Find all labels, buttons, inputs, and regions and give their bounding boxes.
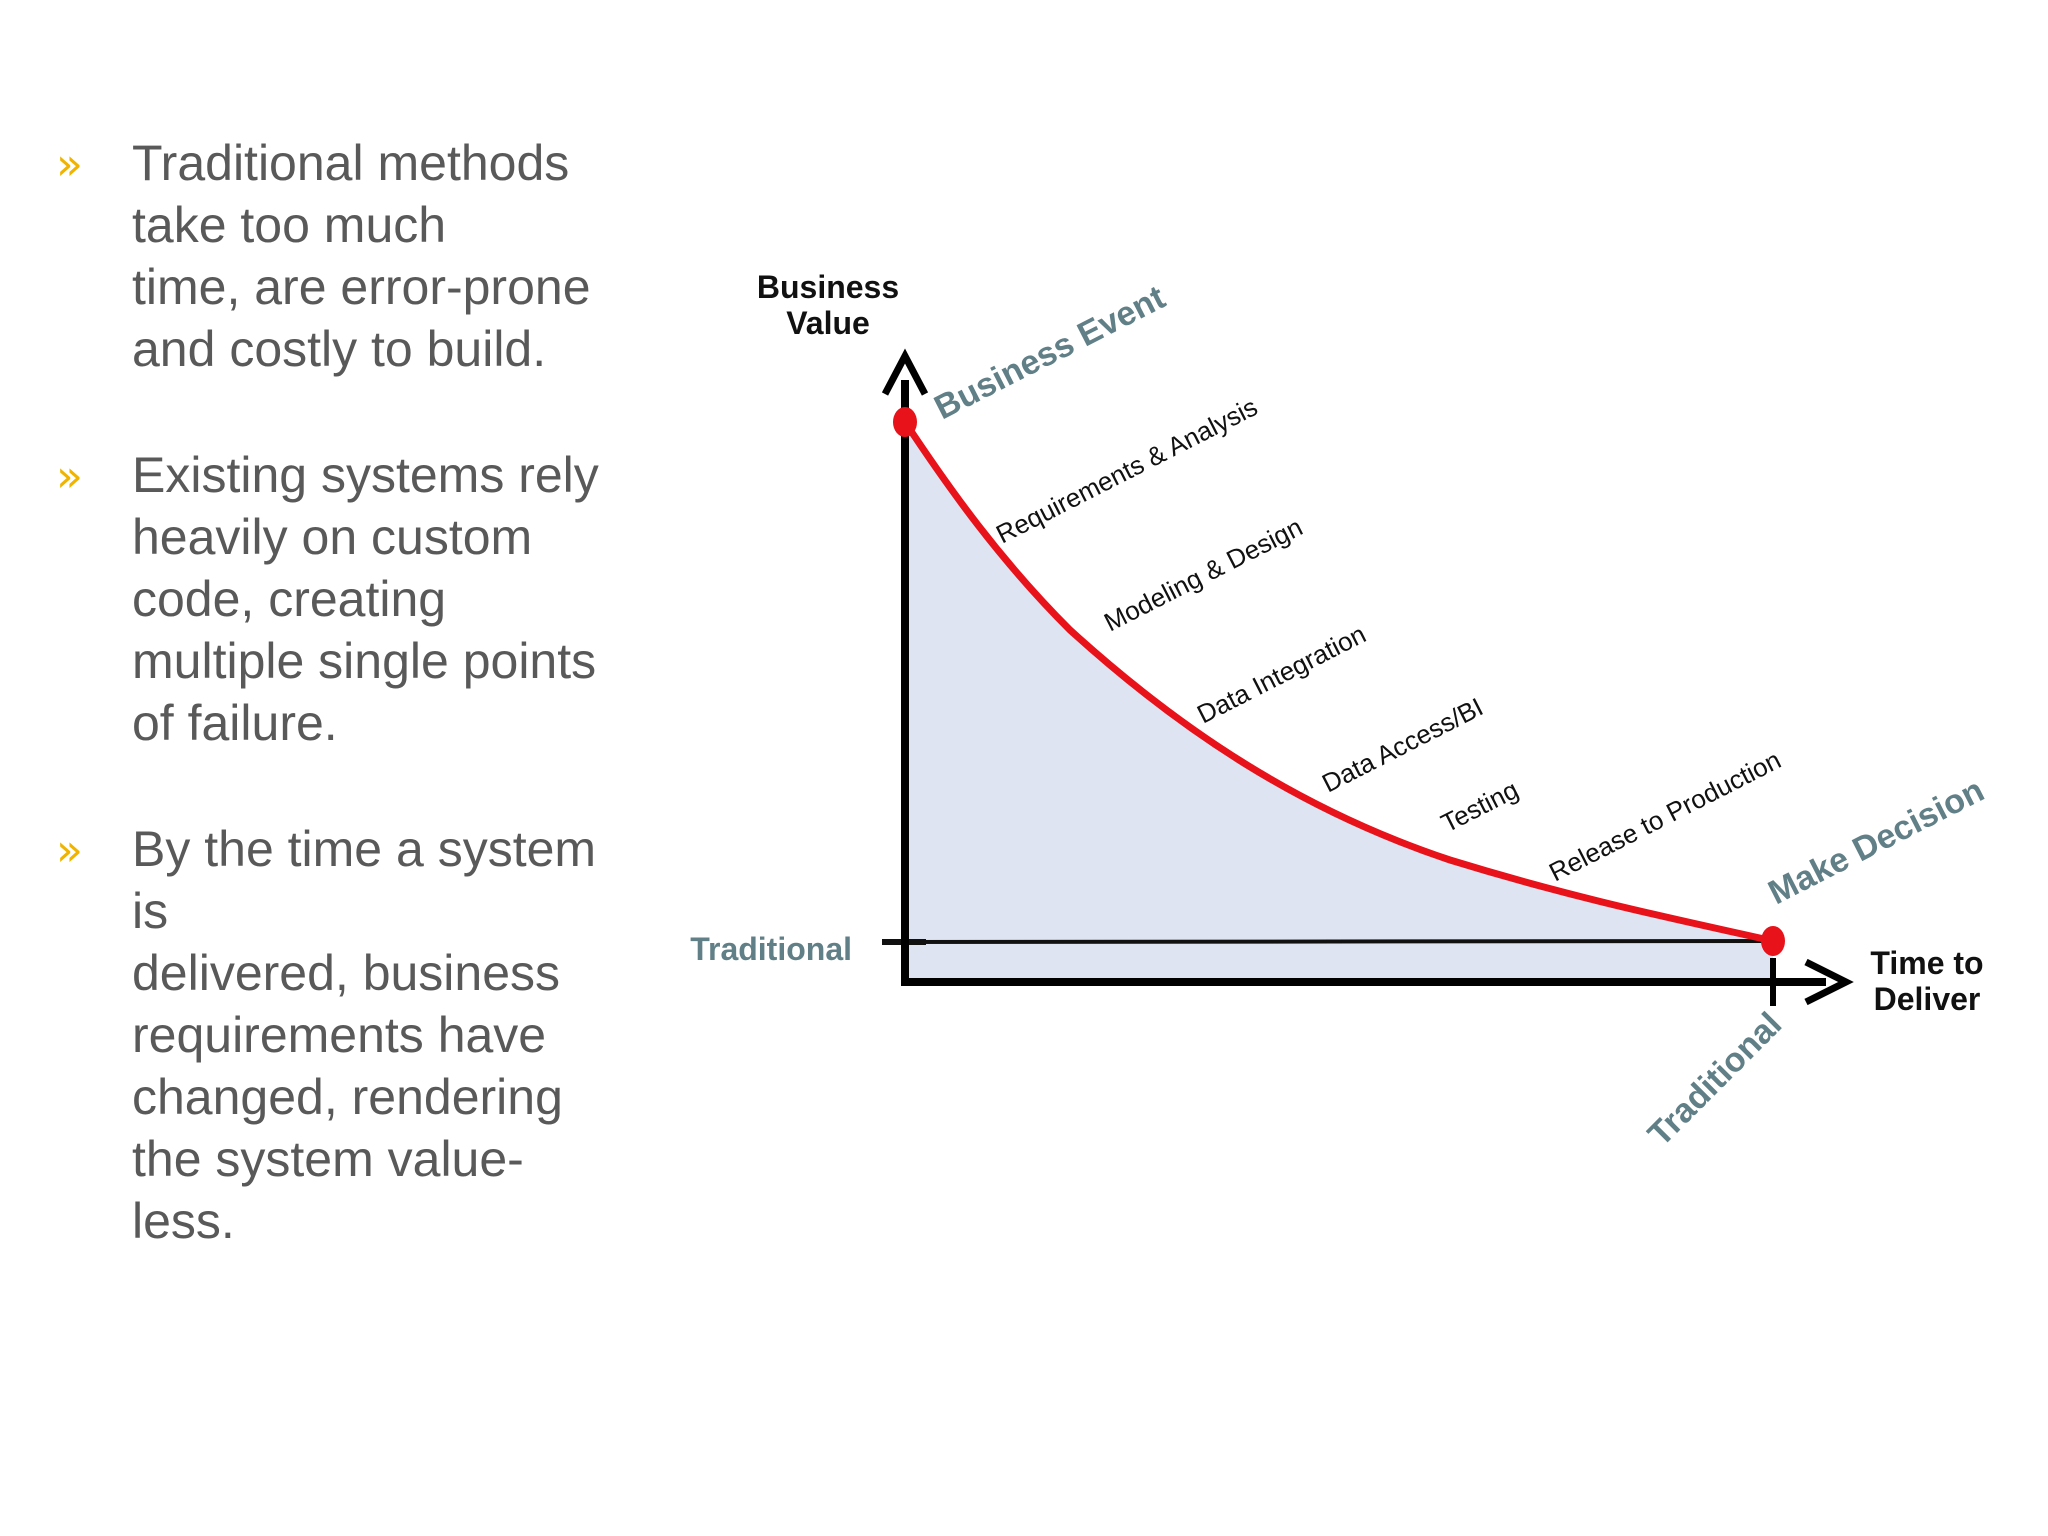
bullet-list: » Traditional methods take too much time… bbox=[52, 132, 652, 1316]
phase-label: Modeling & Design bbox=[1099, 512, 1307, 638]
bullet-marker-icon: » bbox=[56, 825, 83, 876]
value-curve bbox=[901, 418, 1777, 945]
make-decision-label: Make Decision bbox=[1762, 771, 1990, 912]
end-point-marker bbox=[1761, 926, 1785, 956]
x-axis-arrow-icon bbox=[1804, 958, 1854, 1006]
bullet-item: » Existing systems rely heavily on custo… bbox=[52, 444, 652, 754]
bullet-item: » By the time a system is delivered, bus… bbox=[52, 818, 652, 1252]
bullet-item: » Traditional methods take too much time… bbox=[52, 132, 652, 380]
value-area bbox=[905, 422, 1773, 982]
bullet-marker-icon: » bbox=[56, 139, 83, 190]
y-axis-arrow-icon bbox=[881, 348, 929, 396]
phase-label: Data Integration bbox=[1192, 619, 1370, 730]
bullet-text: Traditional methods take too much time, … bbox=[132, 135, 591, 377]
y-axis-label: Value bbox=[786, 305, 870, 341]
traditional-baseline bbox=[881, 939, 1774, 944]
business-event-label: Business Event bbox=[928, 278, 1171, 427]
x-axis-label: Deliver bbox=[1874, 981, 1981, 1017]
bullet-text: Existing systems rely heavily on custom … bbox=[132, 447, 599, 751]
y-axis-label: Business bbox=[757, 269, 899, 305]
bullet-marker-icon: » bbox=[56, 451, 83, 502]
y-traditional-label: Traditional bbox=[690, 931, 852, 967]
x-traditional-label: Traditional bbox=[1641, 1005, 1789, 1153]
start-point-marker bbox=[893, 407, 917, 437]
phase-label: Testing bbox=[1436, 774, 1523, 838]
x-axis-label: Time to bbox=[1870, 945, 1983, 981]
phase-label: Data Access/BI bbox=[1317, 692, 1488, 799]
bullet-text: By the time a system is delivered, busin… bbox=[132, 821, 597, 1249]
phase-label: Release to Production bbox=[1544, 744, 1786, 887]
phase-label: Requirements & Analysis bbox=[991, 391, 1262, 549]
